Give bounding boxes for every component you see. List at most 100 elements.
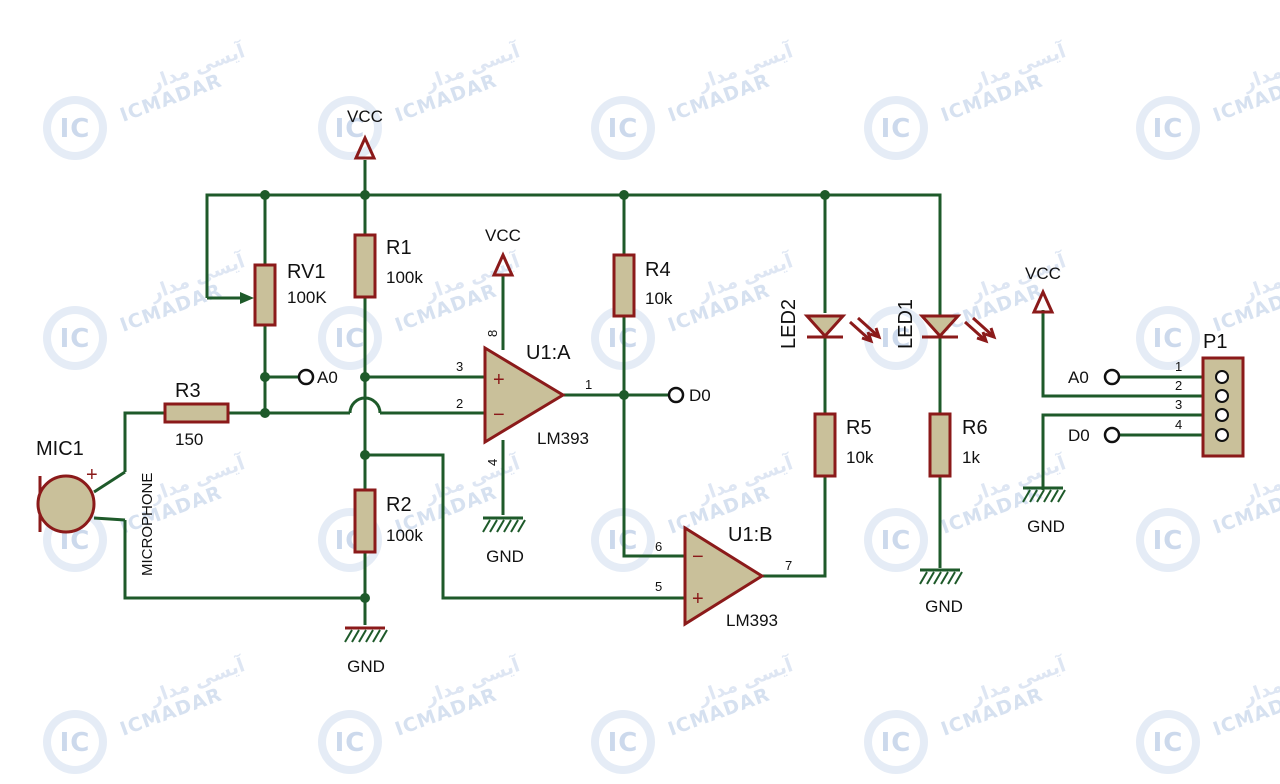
gnd-symbol-main: GND [344, 626, 388, 676]
u1a-pin8: 8 [485, 330, 500, 337]
u1a-part: LM393 [537, 429, 589, 448]
mic1-plus-sign: + [86, 464, 98, 486]
r5-value: 10k [846, 448, 874, 467]
resistor-r3: R3 150 [163, 380, 230, 449]
gnd-label: GND [1027, 517, 1065, 536]
terminal-d0-right: D0 [1068, 426, 1121, 445]
wires [123, 160, 1215, 625]
d0-label: D0 [1068, 426, 1090, 445]
watermark-logo-text: IC [1153, 526, 1184, 556]
p1-pin4: 4 [1175, 417, 1182, 432]
a0-label: A0 [1068, 368, 1089, 387]
opamp-u1b: − + U1:B LM393 6 5 7 [655, 524, 792, 630]
u1b-pin5: 5 [655, 579, 662, 594]
watermark-logo-text: IC [1153, 324, 1184, 354]
gnd-symbol-led1: GND [919, 568, 963, 616]
r6-value: 1k [962, 448, 980, 467]
watermark-logo-text: IC [1153, 728, 1184, 758]
gnd-label: GND [925, 597, 963, 616]
p1-pin2: 2 [1175, 378, 1182, 393]
vcc-label: VCC [1025, 264, 1061, 283]
watermark-logo-text: IC [881, 526, 912, 556]
r1-ref: R1 [386, 237, 412, 259]
watermark-logo-text: IC [881, 728, 912, 758]
microphone-label: MICROPHONE [139, 473, 156, 576]
r6-ref: R6 [962, 417, 988, 439]
vcc-symbol-u1a: VCC [485, 226, 521, 277]
watermark-logo-text: IC [881, 324, 912, 354]
microphone-mic1: MIC1 + MICROPHONE [36, 438, 156, 576]
terminal-a0-left: A0 [297, 368, 338, 387]
watermark-logo-text: IC [60, 728, 91, 758]
rv1-ref: RV1 [287, 261, 326, 283]
vcc-label: VCC [485, 226, 521, 245]
watermark-logo-text: IC [1153, 114, 1184, 144]
u1a-pin4: 4 [485, 459, 500, 466]
watermark-logo-text: IC [335, 114, 366, 144]
u1b-plus-sign: + [692, 588, 704, 610]
p1-pin1: 1 [1175, 359, 1182, 374]
u1a-plus-sign: + [493, 369, 505, 391]
r2-value: 100k [386, 526, 423, 545]
u1a-ref: U1:A [526, 342, 571, 364]
p1-ref: P1 [1203, 331, 1227, 353]
terminal-d0-left: D0 [667, 386, 711, 405]
u1a-pin1: 1 [585, 377, 592, 392]
u1b-ref: U1:B [728, 524, 772, 546]
led-led1: LED1 [895, 299, 997, 349]
vcc-label: VCC [347, 107, 383, 126]
u1a-minus-sign: − [493, 404, 505, 426]
vcc-symbol-header: VCC [1025, 264, 1061, 314]
watermark-logo-text: IC [335, 728, 366, 758]
terminal-a0-right: A0 [1068, 368, 1121, 387]
watermark-logo-text: IC [60, 114, 91, 144]
r4-value: 10k [645, 289, 673, 308]
r5-ref: R5 [846, 417, 872, 439]
header-p1: P1 1 2 3 4 [1175, 331, 1245, 458]
mic1-ref: MIC1 [36, 438, 84, 460]
gnd-label: GND [486, 547, 524, 566]
led2-ref: LED2 [778, 299, 800, 349]
r3-ref: R3 [175, 380, 201, 402]
gnd-symbol-u1a: GND [482, 516, 526, 566]
u1a-pin3: 3 [456, 359, 463, 374]
u1b-pin7: 7 [785, 558, 792, 573]
vcc-symbol-main: VCC [347, 107, 383, 160]
resistor-rv1: RV1 100K [240, 261, 327, 327]
resistor-r2: R2 100k [353, 488, 423, 554]
u1b-minus-sign: − [692, 546, 704, 568]
u1a-pin2: 2 [456, 396, 463, 411]
r2-ref: R2 [386, 494, 412, 516]
led1-ref: LED1 [895, 299, 917, 349]
led-led2: LED2 [778, 299, 882, 349]
d0-label: D0 [689, 386, 711, 405]
watermark-logo-text: IC [60, 324, 91, 354]
junctions [260, 190, 830, 603]
resistor-r6: R6 1k [928, 412, 988, 478]
gnd-symbol-header: GND [1022, 486, 1066, 536]
watermark-logo-text: IC [608, 114, 639, 144]
rv1-value: 100K [287, 288, 327, 307]
u1b-pin6: 6 [655, 539, 662, 554]
resistor-r5: R5 10k [813, 412, 874, 478]
resistor-r1: R1 100k [353, 233, 423, 299]
p1-pin3: 3 [1175, 397, 1182, 412]
watermark-logo-text: IC [881, 114, 912, 144]
opamp-u1a: + − U1:A LM393 3 2 1 8 4 [456, 330, 592, 466]
a0-label: A0 [317, 368, 338, 387]
watermark-logo-text: IC [335, 324, 366, 354]
resistor-r4: R4 10k [612, 253, 673, 318]
